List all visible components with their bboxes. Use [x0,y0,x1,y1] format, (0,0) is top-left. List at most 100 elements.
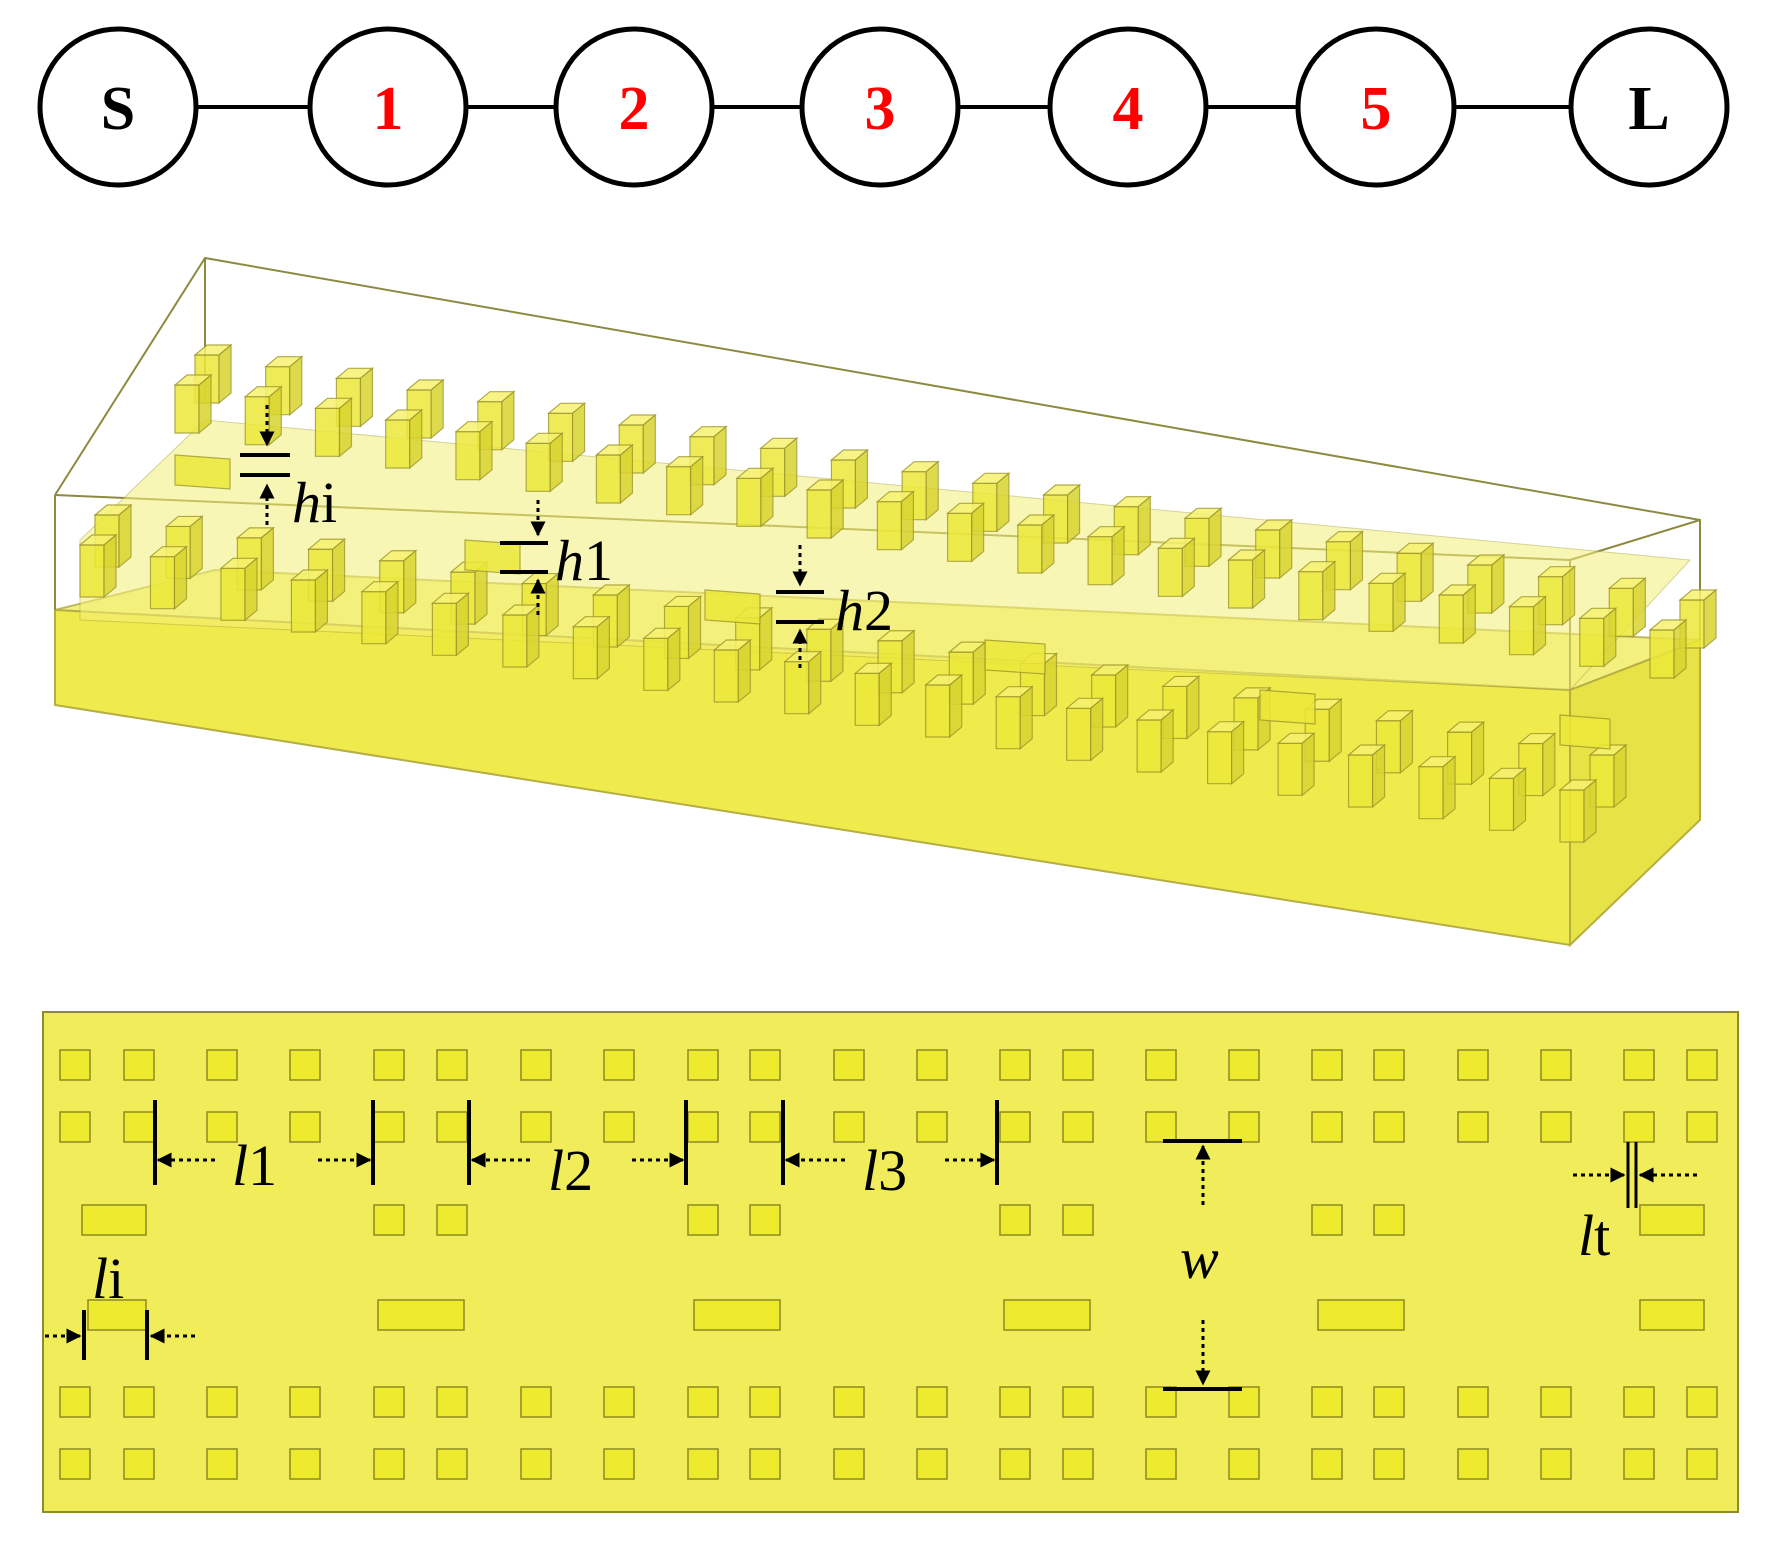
pillar-top-view [373,1204,405,1236]
pillar-top-view [687,1204,719,1236]
resonator-node-4: 4 [1047,26,1209,188]
pillar-3d [1445,720,1486,786]
pillar-top-view [1373,1386,1405,1418]
pillar-top-view [999,1386,1031,1418]
pillar-3d [994,685,1034,750]
pillar-top-view [687,1111,719,1143]
coupling-bar-3d [984,639,1046,675]
pillar-top-view [206,1049,238,1081]
pillar-3d [1324,530,1365,591]
coupling-bar-3d [1559,714,1611,750]
resonator-node-2: 2 [553,26,715,188]
pillar-3d [173,373,213,435]
resonator-node-s: S [37,26,199,188]
pillar-top-view [603,1049,635,1081]
coupling-bar-3d [1259,689,1316,725]
pillar-3d [1417,755,1457,820]
pillar-3d [1578,607,1618,668]
pillar-top-view [833,1049,865,1081]
pillar-top-view [1228,1386,1260,1418]
pillar-top-view [206,1111,238,1143]
dimension-l1: l1 [153,1100,375,1198]
dimension-l2: l2 [467,1100,688,1203]
pillar-3d [1297,560,1337,621]
pillar-top-view [59,1448,91,1480]
resonator-node-3: 3 [799,26,961,188]
pillar-top-view [1373,1049,1405,1081]
pillar-3d [524,432,564,493]
pillar-top-view [206,1448,238,1480]
pillar-top-view [1623,1049,1655,1081]
pillar-3d [430,592,471,657]
pillar-top-view [1540,1448,1572,1480]
coupling-bar-3d [174,454,231,490]
pillar-top-view [999,1448,1031,1480]
pillar-3d [1437,583,1477,645]
pillar-3d [783,650,823,715]
pillar-top-view [603,1386,635,1418]
pillar-3d [243,385,283,446]
pillar-top-view [520,1049,552,1081]
pillar-top-view [916,1049,948,1081]
pillar-top-view [1686,1049,1718,1081]
pillar-3d [1346,743,1387,809]
pillar-top-view [1540,1386,1572,1418]
coupling-bar-3d [464,539,521,575]
pillar-top-view [1228,1049,1260,1081]
resonator-node-1: 1 [307,26,469,188]
pillar-top-view [999,1049,1031,1081]
node-label: S [101,75,135,143]
pillar-top-view [687,1049,719,1081]
pillar-3d [1276,732,1316,797]
coupling-bar [377,1299,465,1331]
pillar-top-view [289,1448,321,1480]
node-circle [553,26,715,188]
pillar-top-view [1540,1111,1572,1143]
node-circle [799,26,961,188]
pillar-top-view [123,1111,155,1143]
pillar-top-view [520,1386,552,1418]
pillar-top-view [123,1049,155,1081]
pillar-top-view [687,1448,719,1480]
dimension-h1-label: h1 [555,528,613,593]
node-label: 2 [619,75,650,143]
pillar-top-view [1062,1448,1094,1480]
pillar-3d [313,397,354,458]
pillar-3d [1065,697,1105,762]
node-circle [37,26,199,188]
pillar-top-view [1145,1111,1177,1143]
pillar-3d [219,557,259,622]
pillar-top-view [603,1448,635,1480]
pillar-top-view [1373,1111,1405,1143]
dimension-hi: hi [240,405,337,535]
pillar-top-view [1311,1111,1343,1143]
dimension-l2-label: l2 [548,1138,593,1203]
dimension-l3-label: l3 [862,1138,907,1203]
pillar-top-view [1062,1049,1094,1081]
pillar-top-view [373,1049,405,1081]
pillar-top-view [1686,1111,1718,1143]
node-label: 5 [1361,75,1392,143]
pillar-top-view [373,1386,405,1418]
dimension-h1: h1 [500,500,613,615]
node-circle [1047,26,1209,188]
pillar-3d [384,408,424,470]
pillar-3d [853,662,893,727]
pillar-top-view [1145,1448,1177,1480]
coupling-bar [1003,1299,1091,1331]
pillar-top-view [59,1049,91,1081]
pillar-3d [971,472,1011,533]
pillar-3d [712,638,752,704]
pillar-top-view [289,1386,321,1418]
dimension-w: w [1163,1139,1242,1391]
pillar-top-view [436,1386,468,1418]
pillar-top-view [833,1111,865,1143]
pillar-3d [1226,548,1267,610]
pillar-3d [1156,537,1196,598]
coupling-bar [81,1204,147,1236]
node-label: 4 [1113,75,1144,143]
coupling-bar [693,1299,781,1331]
pillar-top-view [1311,1386,1343,1418]
pillar-top-view [603,1111,635,1143]
